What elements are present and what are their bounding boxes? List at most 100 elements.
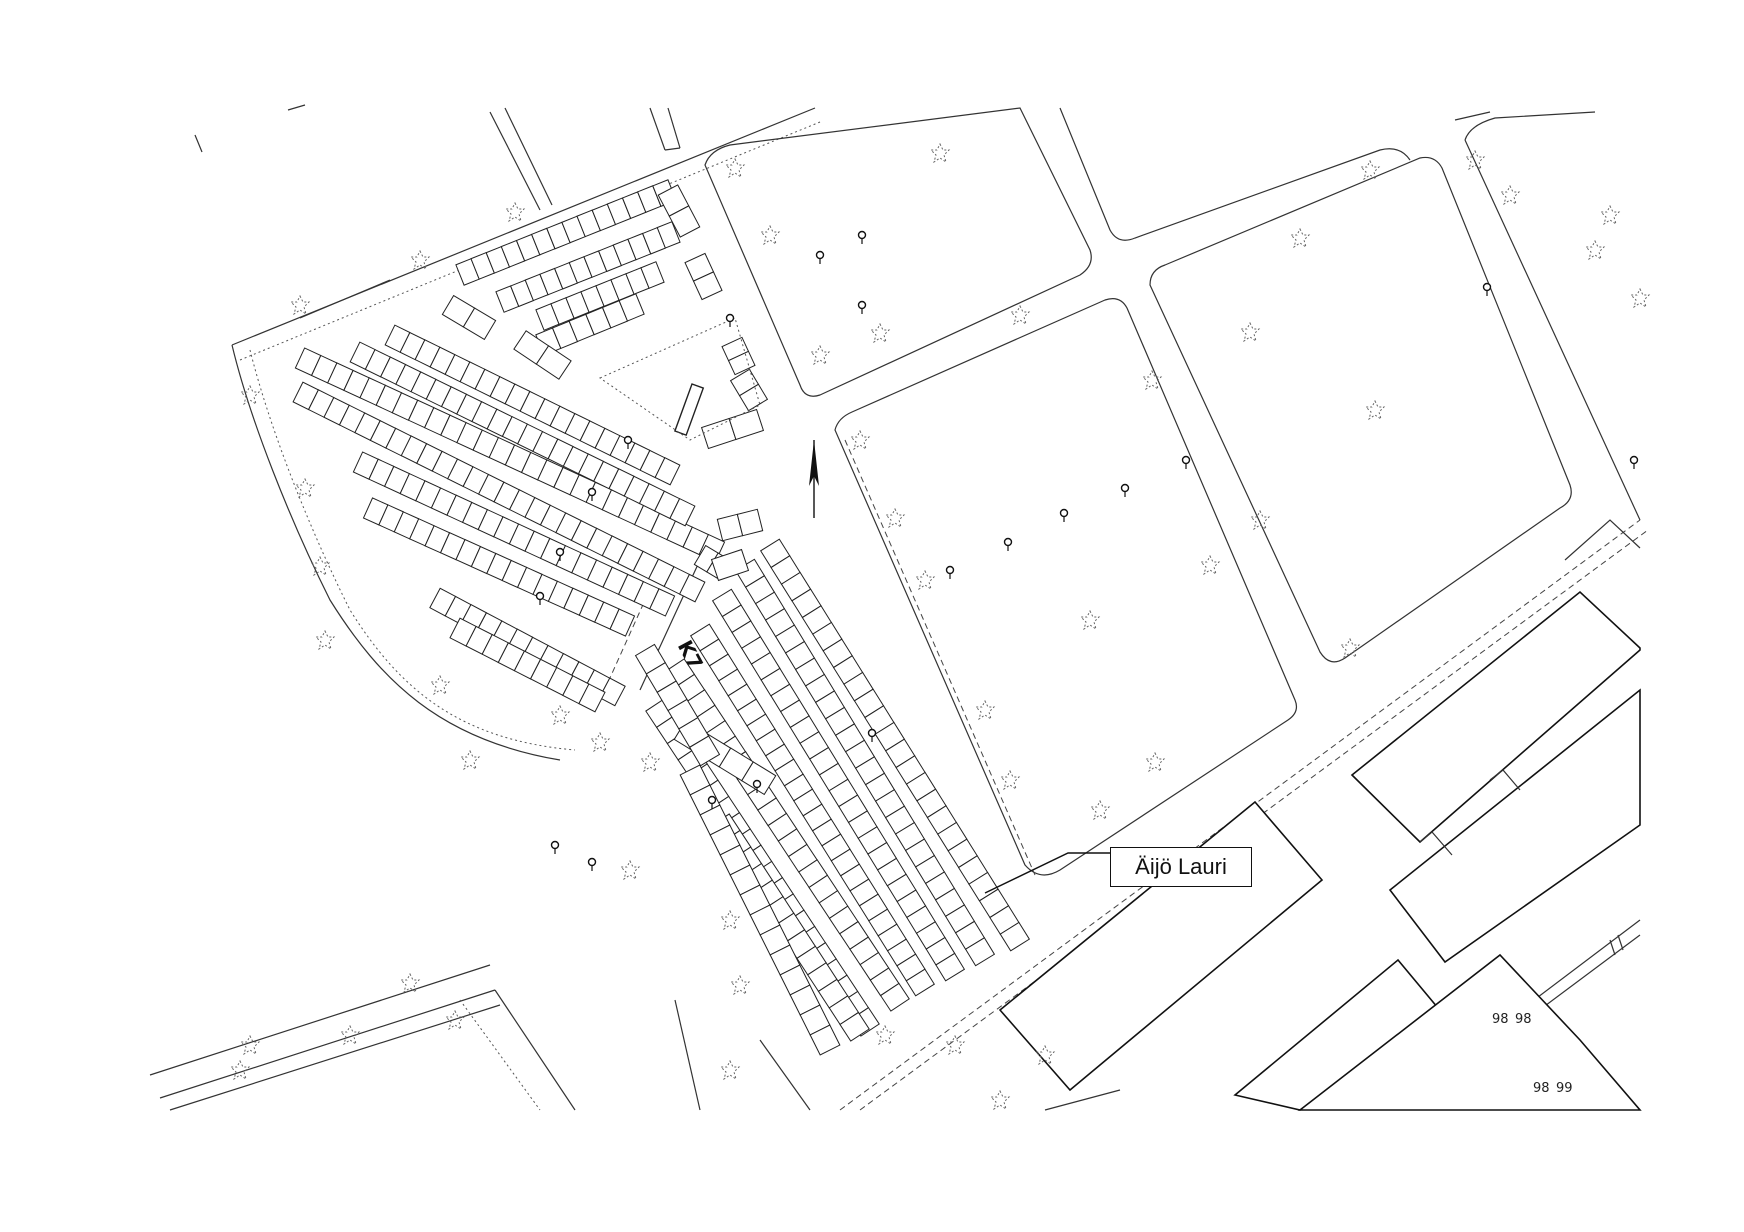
lamp-posts (535, 230, 1639, 871)
tree-icon (589, 731, 611, 753)
tree-icon (1584, 239, 1606, 261)
tree-icon (549, 704, 571, 726)
ref-number: 98 (1492, 1012, 1509, 1027)
lamp-post-icon (535, 591, 545, 605)
grave-plot (738, 383, 769, 412)
grave-plot (535, 345, 572, 380)
lamp-post-icon (1059, 508, 1069, 522)
tree-icon (929, 142, 951, 164)
tree-icon (289, 294, 311, 316)
tree-icon (229, 1059, 251, 1081)
tree-icon (1239, 321, 1261, 343)
tree-icon (239, 384, 261, 406)
tree-icon (874, 1024, 896, 1046)
grave-plot (462, 307, 497, 341)
tree-icon (1289, 227, 1311, 249)
grave-plot (736, 508, 764, 537)
tree-icon (719, 1059, 741, 1081)
lamp-post-icon (752, 779, 762, 793)
grave-plot (668, 205, 701, 238)
buildings (998, 519, 1642, 1111)
leader-line (984, 852, 1110, 894)
tree-icon (504, 201, 526, 223)
tree-icon (1599, 204, 1621, 226)
ref-number: 98 (1515, 1012, 1532, 1027)
tree-icon (339, 1024, 361, 1046)
grave-plot (689, 735, 721, 767)
ref-number: 99 (1556, 1081, 1573, 1096)
tree-icon (309, 555, 331, 577)
lamp-post-icon (1629, 455, 1639, 469)
lamp-post-icon (857, 300, 867, 314)
grave-plot (578, 683, 606, 713)
lamp-post-icon (587, 857, 597, 871)
grave-name-text: Äijö Lauri (1135, 854, 1227, 879)
tree-icon (1359, 159, 1381, 181)
grave-plot (999, 921, 1031, 952)
lamp-post-icon (725, 313, 735, 327)
tree-icon (914, 569, 936, 591)
grave-plot (656, 221, 681, 249)
bench (674, 383, 705, 436)
tree-icon (724, 157, 746, 179)
lamp-post-icon (1181, 455, 1191, 469)
tree-icon (619, 859, 641, 881)
tree-icon (729, 974, 751, 996)
trees (229, 142, 1651, 1111)
grave-plot (654, 457, 681, 486)
tree-icon (869, 322, 891, 344)
lamp-post-icon (945, 565, 955, 579)
grave-plot (905, 968, 935, 997)
grave-plot (678, 573, 706, 603)
tree-icon (884, 507, 906, 529)
lamp-post-icon (555, 547, 565, 561)
tree-icon (239, 1034, 261, 1056)
tree-icon (1629, 287, 1651, 309)
lamp-post-icon (857, 230, 867, 244)
tree-icon (809, 344, 831, 366)
tree-icon (294, 477, 316, 499)
grave-plot (741, 761, 777, 796)
tree-icon (444, 1009, 466, 1031)
tree-icon (999, 769, 1021, 791)
tree-icon (399, 972, 421, 994)
tree-icon (409, 249, 431, 271)
lamp-post-icon (550, 840, 560, 854)
grave-plot (649, 588, 676, 617)
tree-icon (1144, 751, 1166, 773)
lamp-post-icon (707, 795, 717, 809)
grave-plot (609, 608, 636, 637)
roads-and-paths (149, 104, 1649, 1111)
ref-number: 98 (1533, 1081, 1550, 1096)
grave-plot (618, 293, 645, 322)
tree-icon (1079, 609, 1101, 631)
grave-plot (839, 1011, 870, 1042)
tree-icon (719, 909, 741, 931)
tree-icon (314, 629, 336, 651)
tree-icon (849, 429, 871, 451)
grave-plot (669, 497, 696, 527)
tree-icon (1364, 399, 1386, 421)
tree-icon (1199, 554, 1221, 576)
grave-plot (809, 1024, 841, 1056)
grave-plot (964, 937, 996, 967)
tree-icon (429, 674, 451, 696)
tree-icon (1499, 184, 1521, 206)
lamp-post-icon (815, 250, 825, 264)
tree-icon (639, 751, 661, 773)
grave-plots (292, 179, 1031, 1056)
lamp-post-icon (1120, 483, 1130, 497)
tree-icon (1141, 369, 1163, 391)
tree-icon (944, 1034, 966, 1056)
grave-name-label: Äijö Lauri (1110, 847, 1252, 887)
lamp-post-icon (1482, 282, 1492, 296)
grave-plot (692, 271, 723, 301)
tree-icon (1339, 637, 1361, 659)
grave-plot (710, 548, 750, 582)
tree-icon (1034, 1044, 1056, 1066)
grave-plot (598, 677, 626, 707)
tree-icon (759, 224, 781, 246)
tree-icon (1009, 304, 1031, 326)
tree-icon (989, 1089, 1011, 1111)
